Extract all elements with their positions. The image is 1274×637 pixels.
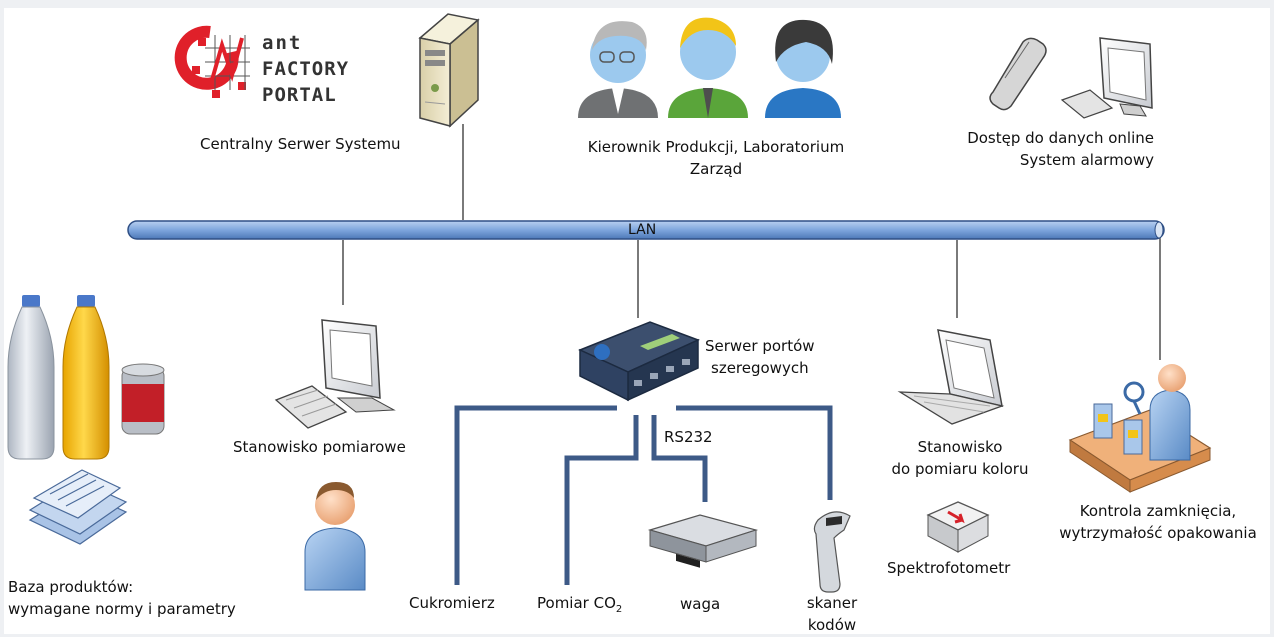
bottles-icon bbox=[7, 295, 165, 460]
quality-control-icon bbox=[1068, 364, 1212, 493]
rs232-label: RS232 bbox=[664, 428, 713, 446]
closure-control-label-line2: wytrzymałość opakowania bbox=[1059, 524, 1257, 542]
product-database-label-line2: wymagane normy i parametry bbox=[8, 600, 236, 618]
worker-icon bbox=[304, 482, 366, 591]
workstation-computer-icon bbox=[274, 319, 396, 429]
laptop-icon bbox=[897, 329, 1005, 425]
server-tower-icon bbox=[418, 13, 480, 128]
product-database-label-line1: Baza produktów: bbox=[8, 578, 134, 596]
logo-text-factory: FACTORY bbox=[262, 58, 350, 80]
documents-icon bbox=[28, 469, 128, 545]
ant-logo-icon bbox=[174, 25, 250, 98]
managers-icon bbox=[578, 17, 841, 118]
online-access-label-line2: System alarmowy bbox=[1019, 151, 1154, 169]
online-access-label-line1: Dostęp do danych online bbox=[967, 129, 1154, 147]
managers-label-line1: Kierownik Produkcji, Laboratorium bbox=[587, 138, 845, 156]
barcode-scanner-icon bbox=[813, 511, 851, 593]
logo-text-portal: PORTAL bbox=[262, 84, 337, 106]
color-station-label-line1: Stanowisko bbox=[917, 438, 1003, 456]
co2-label-text: Pomiar CO bbox=[537, 594, 616, 612]
scanner-label-line2: kodów bbox=[807, 616, 857, 634]
spectrophotometer-icon bbox=[926, 501, 990, 553]
port-server-label-line2: szeregowych bbox=[711, 359, 809, 377]
scanner-label-line1: skaner bbox=[806, 594, 858, 612]
lan-drop-lines bbox=[342, 124, 1161, 360]
lan-bus bbox=[127, 220, 1165, 240]
central-server-label: Centralny Serwer Systemu bbox=[200, 135, 401, 153]
lan-label: LAN bbox=[628, 222, 657, 238]
scale-icon bbox=[647, 514, 759, 568]
scale-label: waga bbox=[680, 595, 721, 613]
spectrophotometer-label: Spektrofotometr bbox=[887, 559, 1011, 577]
closure-control-label-line1: Kontrola zamknięcia, bbox=[1079, 502, 1237, 520]
managers-label-line2: Zarząd bbox=[689, 160, 743, 178]
serial-port-server-icon bbox=[578, 321, 700, 402]
co2-label-subscript: 2 bbox=[615, 604, 623, 615]
workstation-label: Stanowisko pomiarowe bbox=[233, 438, 406, 456]
sugar-meter-label: Cukromierz bbox=[409, 594, 495, 612]
logo-text-ant: ant bbox=[262, 32, 303, 54]
rs232-lines bbox=[454, 405, 833, 585]
co2-meter-label: Pomiar CO2 bbox=[537, 592, 622, 621]
color-station-label-line2: do pomiaru koloru bbox=[891, 460, 1029, 478]
port-server-label-line1: Serwer portów bbox=[705, 337, 815, 355]
online-access-icon bbox=[989, 37, 1153, 119]
